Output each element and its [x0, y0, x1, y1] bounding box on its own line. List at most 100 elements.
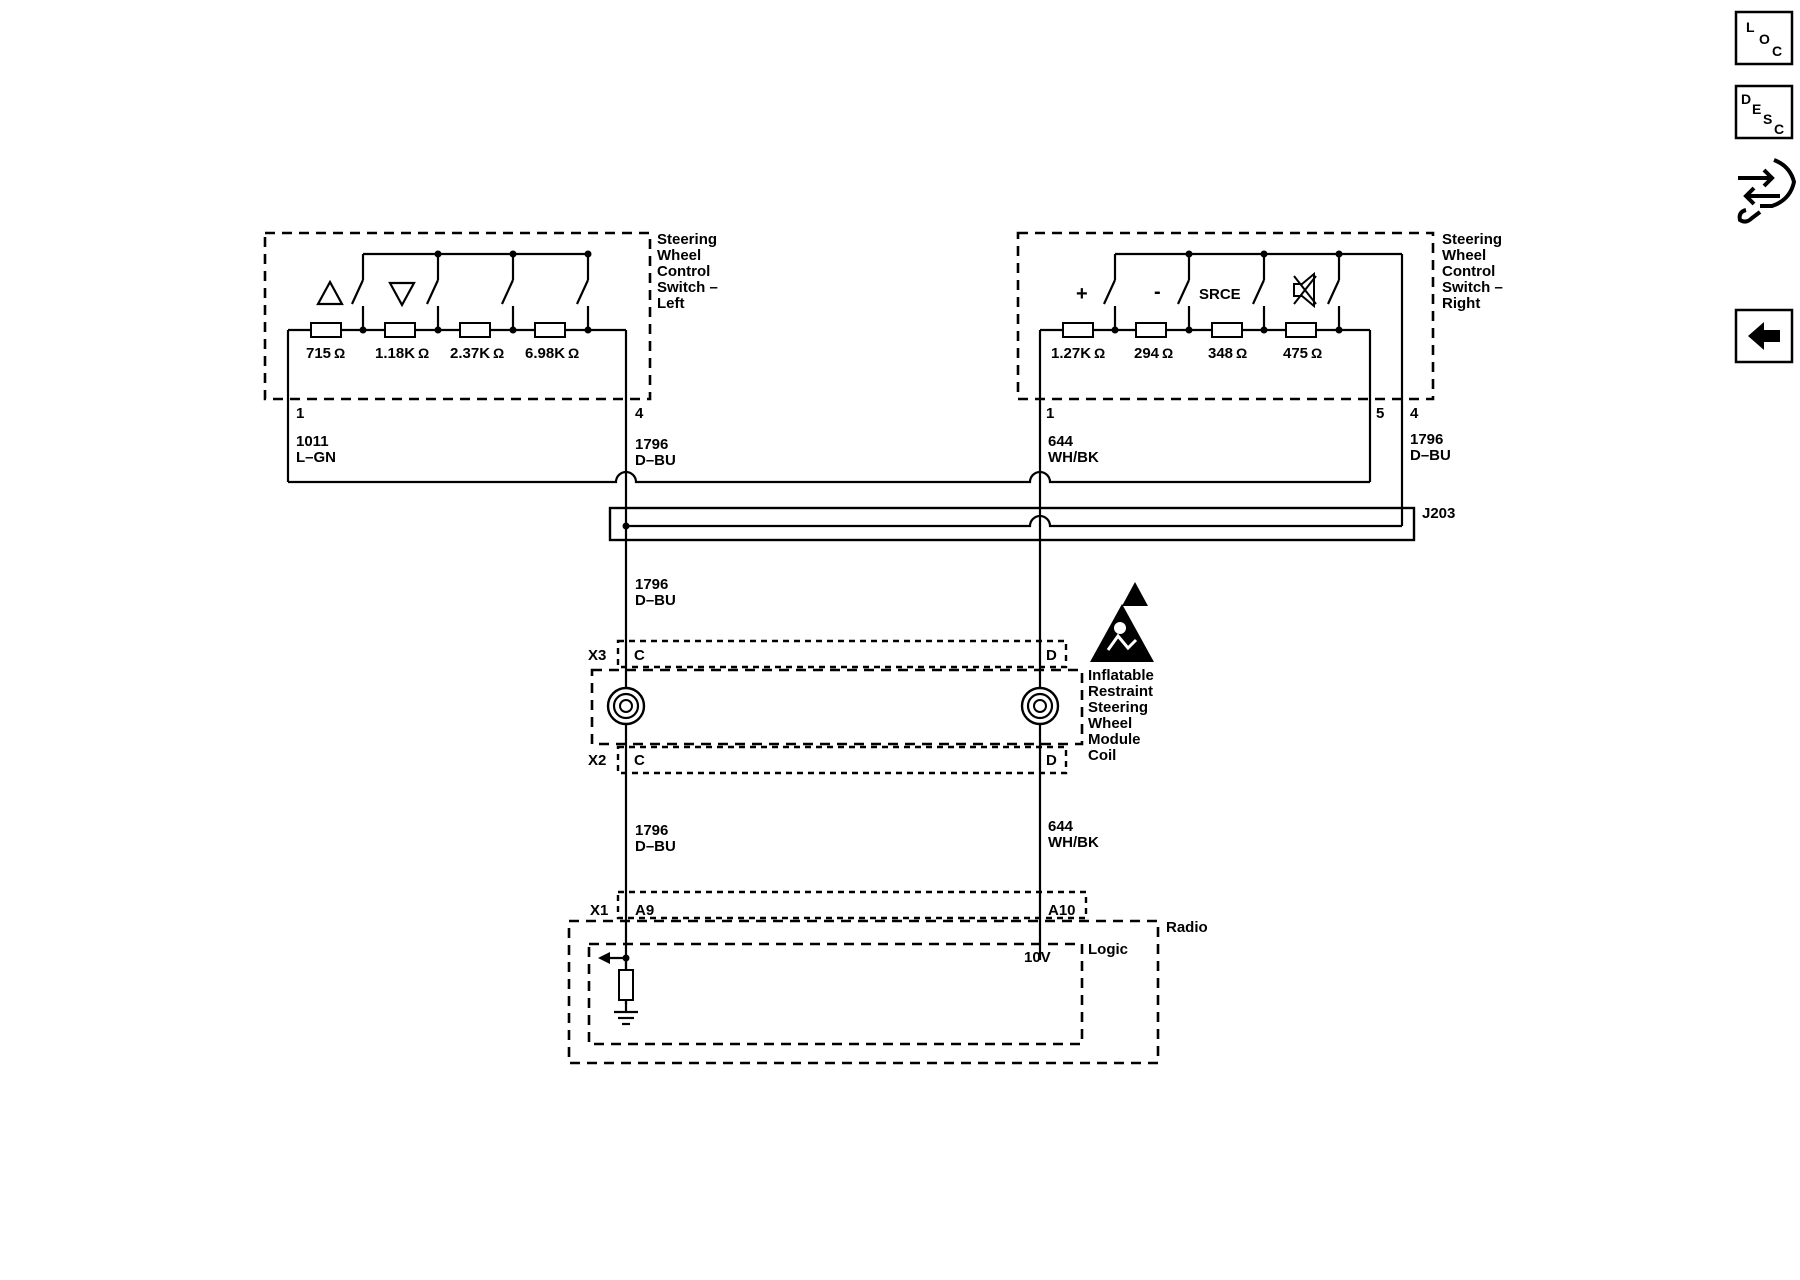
resistor-right-2: [1135, 322, 1167, 338]
plus-label: +: [1076, 283, 1088, 305]
input-arrow-icon: [598, 952, 610, 964]
resistor-left-4: [534, 322, 566, 338]
coil-name-3: Steering: [1088, 699, 1148, 716]
right-switch-name-2: Wheel: [1442, 247, 1486, 264]
connector-x2: X2: [588, 752, 606, 769]
wire-644-b-num: 644: [1048, 818, 1074, 835]
wire-1796-a-color: D–BU: [635, 452, 676, 469]
switch-left-up: [351, 254, 365, 330]
radio-voltage: 10V: [1024, 949, 1051, 966]
wire-1796-c-color: D–BU: [635, 592, 676, 609]
switch-left-3: [501, 254, 515, 330]
left-switch-pin-4: 4: [635, 405, 644, 422]
wire-1796-b-num: 1796: [1410, 431, 1443, 448]
desc-letter-s: S: [1763, 111, 1772, 127]
mute-speaker-icon: [1293, 271, 1317, 309]
connector-x1: X1: [590, 902, 608, 919]
switch-right-mute: [1327, 254, 1341, 330]
left-switch-name-2: Wheel: [657, 247, 701, 264]
resistor-right-1: [1062, 322, 1094, 338]
down-triangle-icon: [388, 281, 416, 308]
wire-1011-color: L–GN: [296, 449, 336, 466]
wire-644-a-num: 644: [1048, 433, 1074, 450]
resistor-left-1: [310, 322, 342, 338]
radio-pin-a9: A9: [635, 902, 654, 919]
wire-labels: 1011 L–GN 1796 D–BU 644 WH/BK 1796 D–BU …: [296, 431, 1451, 855]
left-switch-name-1: Steering: [657, 231, 717, 248]
switch-right-minus: [1177, 254, 1191, 330]
switch-left-down: [426, 254, 440, 330]
coil-spiral-right-icon: [1020, 686, 1060, 726]
left-switch-name-4: Switch –: [657, 279, 718, 296]
right-switch-name-5: Right: [1442, 295, 1480, 312]
srce-label: SRCE: [1199, 286, 1241, 303]
coil-pin-d-bottom: D: [1046, 752, 1057, 769]
desc-letter-e: E: [1752, 101, 1761, 117]
desc-letter-c: C: [1774, 121, 1784, 137]
coil-pin-c-top: C: [634, 647, 645, 664]
wire-644-b-color: WH/BK: [1048, 834, 1099, 851]
right-switch-name-1: Steering: [1442, 231, 1502, 248]
wire-1796-d-num: 1796: [635, 822, 668, 839]
coil-name-5: Module: [1088, 731, 1141, 748]
resistor-right-4: [1285, 322, 1317, 338]
wire-1796-a-num: 1796: [635, 436, 668, 453]
right-switch-pin-1: 1: [1046, 405, 1054, 422]
desc-letter-d: D: [1741, 91, 1751, 107]
pulldown-resistor: [618, 969, 634, 1001]
wire-1796-b-color: D–BU: [1410, 447, 1451, 464]
switch-right-plus: [1103, 254, 1117, 330]
loc-letter-c: C: [1772, 43, 1782, 59]
resistor-right-3: [1211, 322, 1243, 338]
switch-right-srce: [1252, 254, 1266, 330]
radio-logic-label: Logic: [1088, 941, 1128, 958]
airbag-warning-icon: [1090, 582, 1154, 662]
connector-x3: X3: [588, 647, 606, 664]
coil-pin-c-bottom: C: [634, 752, 645, 769]
coil-name-2: Restraint: [1088, 683, 1153, 700]
right-switch-pin-5: 5: [1376, 405, 1384, 422]
coil-name-4: Wheel: [1088, 715, 1132, 732]
inflatable-restraint-coil: X3 C D X2 C D Inflatable Restraint Steer…: [588, 582, 1154, 775]
switch-left-4: [576, 254, 590, 330]
ground-icon: [614, 1010, 638, 1026]
radio-name: Radio: [1166, 919, 1208, 936]
radio-module: X1 A9 A10 Radio Logic 10V: [567, 890, 1208, 1065]
loc-letter-l: L: [1746, 19, 1755, 35]
description-button[interactable]: D E S C: [1734, 84, 1794, 140]
splice-label: J203: [1422, 505, 1455, 522]
wire-1796-d-color: D–BU: [635, 838, 676, 855]
connector-end-view-icon[interactable]: [1737, 158, 1797, 224]
wire-1796-c-num: 1796: [635, 576, 668, 593]
resistor-left-3: [459, 322, 491, 338]
coil-pin-d-top: D: [1046, 647, 1057, 664]
minus-label: -: [1154, 281, 1161, 303]
loc-letter-o: O: [1759, 31, 1770, 47]
right-switch-pin-4: 4: [1410, 405, 1419, 422]
back-button[interactable]: [1734, 308, 1794, 364]
wire-1011-num: 1011: [296, 433, 329, 450]
location-button[interactable]: L O C: [1734, 10, 1794, 66]
back-arrow-icon: [1748, 322, 1780, 350]
radio-pin-a10: A10: [1048, 902, 1076, 919]
left-switch-pin-1: 1: [296, 405, 304, 422]
left-switch-name-3: Control: [657, 263, 710, 280]
resistor-left-2: [384, 322, 416, 338]
right-switch-name-3: Control: [1442, 263, 1495, 280]
up-triangle-icon: [316, 279, 344, 306]
wire-644-a-color: WH/BK: [1048, 449, 1099, 466]
splice-pack-j203: J203: [608, 505, 1455, 542]
coil-name-6: Coil: [1088, 747, 1116, 764]
left-switch-name-5: Left: [657, 295, 685, 312]
